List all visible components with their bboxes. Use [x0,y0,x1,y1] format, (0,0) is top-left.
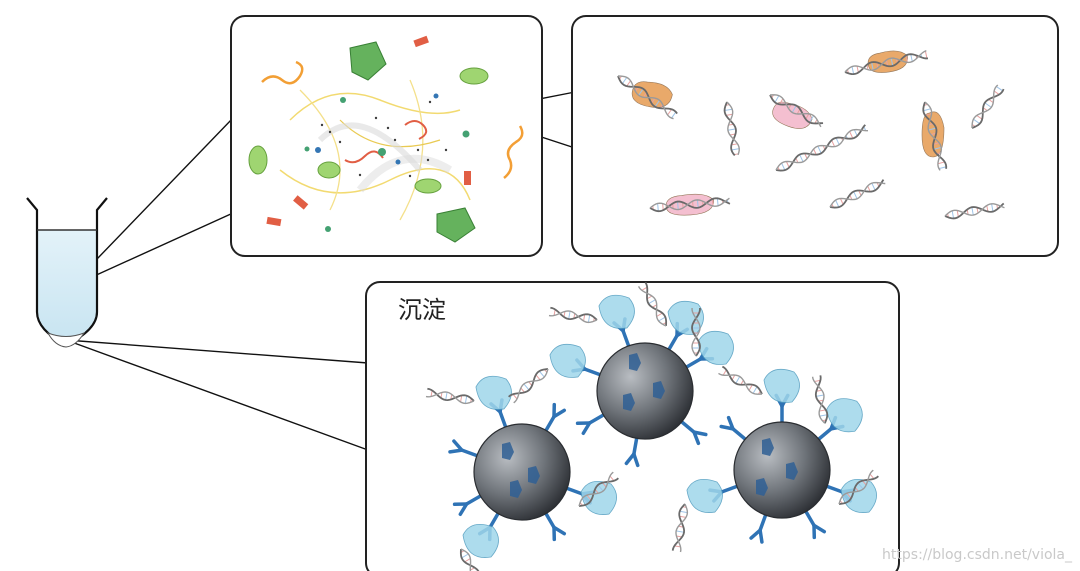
magnetic-bead [473,423,571,521]
antibody-beads [425,281,879,571]
dna-strand [769,94,824,128]
dna-strand [637,281,668,327]
dna-strand [944,202,1005,220]
dna-strand [578,471,619,507]
tube-pellet [46,331,86,348]
bound-protein [840,479,877,513]
antibody [452,494,483,516]
magnetic-bead [733,421,831,519]
dna-strand [829,179,886,209]
dna-strand [718,365,763,395]
antibody [719,415,747,441]
dna-strand [459,548,490,571]
bound-protein [598,294,635,329]
antibody [680,420,708,446]
bead-complex [671,365,879,553]
antibody [544,511,566,542]
bead-complex [508,281,734,468]
lysate-panel [230,15,543,257]
dna-strand [649,197,731,213]
lysate-contents [248,35,524,243]
magnetic-bead [596,342,694,440]
dna-strand [844,50,929,76]
dna-strand [508,368,549,404]
antibody [448,439,479,458]
bound-protein [475,375,512,410]
antibody [575,413,606,435]
dna-strand [723,101,740,157]
precipitate-panel: 沉淀 [365,281,900,571]
dna-fragments [617,50,1005,220]
antibody [804,509,826,540]
dna-strand [425,387,475,405]
dna-strand [922,101,948,171]
bound-protein [686,479,723,513]
bound-protein [697,330,734,365]
bound-protein [462,523,499,558]
watermark-text: https://blog.csdn.net/viola_ [882,547,1073,563]
dna-strand [671,503,689,553]
dna-strand [617,75,678,120]
bead-complex [425,375,619,571]
tube-liquid [36,230,97,345]
dna-strand [838,469,879,505]
chromatin-panel [571,15,1059,257]
bound-protein [667,300,704,335]
precipitate-label: 沉淀 [398,296,446,324]
bound-protein [763,368,800,403]
dna-strand [971,84,1005,129]
dna-strand [548,306,598,324]
dna-strand [775,124,869,172]
bound-protein [826,398,863,433]
test-tube [26,197,108,348]
dna-strand [811,375,829,424]
bound-protein [580,481,617,515]
dna-strand [691,307,701,357]
bound-protein [549,343,586,378]
protein-blob [772,101,813,129]
antibody [749,513,768,544]
antibody [624,436,640,468]
antibody [544,402,566,433]
